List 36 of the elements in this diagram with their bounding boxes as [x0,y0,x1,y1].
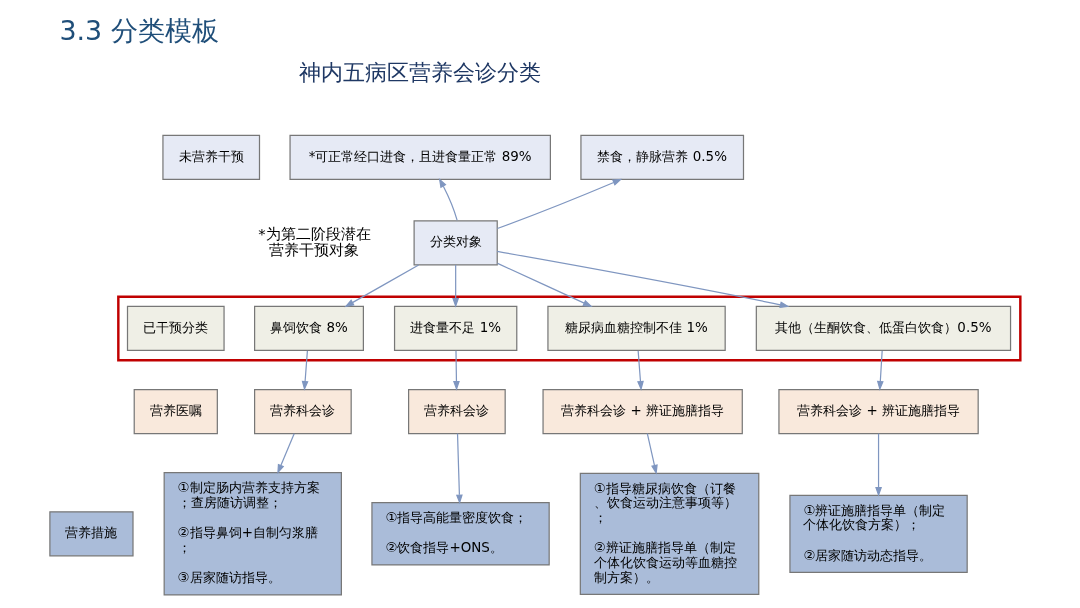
node-box: 营养措施 [49,511,134,557]
label: *为第二阶段潜在营养干预对象 [258,224,371,258]
arrow [496,250,790,309]
node-box: 营养科会诊 + 辨证施膳指导 [542,388,743,435]
node-box: 营养科会诊 [408,388,506,435]
node-box: 鼻饲饮食 8% [254,305,364,352]
arrow [646,433,658,475]
arrow [497,262,593,308]
node-box: ①制定肠内营养支持方案；查房随访调整； ②指导鼻饲+自制匀浆膳； ③居家随访指导。 [163,472,342,596]
arrow [875,433,882,497]
node-box: 分类对象 [413,220,498,266]
node-box: ①指导糖尿病饮食（订餐、饮食运动注意事项等）； ②辨证施膳指导单（制定个体化饮食运动等血糖控制方案）。 [579,472,760,595]
label: 神内五病区营养会诊分类 [299,59,542,85]
node-box: 营养科会诊 [254,388,352,435]
arrow [438,177,458,221]
arrow [301,350,309,391]
node-box: 已干预分类 [126,305,225,352]
arrow [277,433,295,474]
arrow [344,264,420,308]
arrow [876,350,884,391]
node-box: 未营养干预 [162,134,261,180]
node-box: 禁食，静脉营养 0.5% [580,134,745,180]
arrow [455,433,463,505]
node-box: *可正常经口进食，且进食量正常 89% [289,134,551,180]
node-box: 营养医嘱 [133,388,218,435]
arrow [637,350,644,391]
node-box: 进食量不足 1% [393,305,518,352]
node-box: ①辨证施膳指导单（制定个体化饮食方案）； ②居家随访动态指导。 [789,494,968,573]
diagram-title: 3.3 分类模板 [59,14,219,46]
node-box: 其他（生酮饮食、低蛋白饮食）0.5% [755,305,1012,352]
arrow [453,350,460,391]
arrow [496,178,623,230]
node-box: 营养科会诊 + 辨证施膳指导 [778,388,979,435]
arrow [452,264,460,308]
node-box: 糖尿病血糖控制不佳 1% [547,305,726,352]
node-box: ①指导高能量密度饮食； ②饮食指导+ONS。 [371,502,550,566]
